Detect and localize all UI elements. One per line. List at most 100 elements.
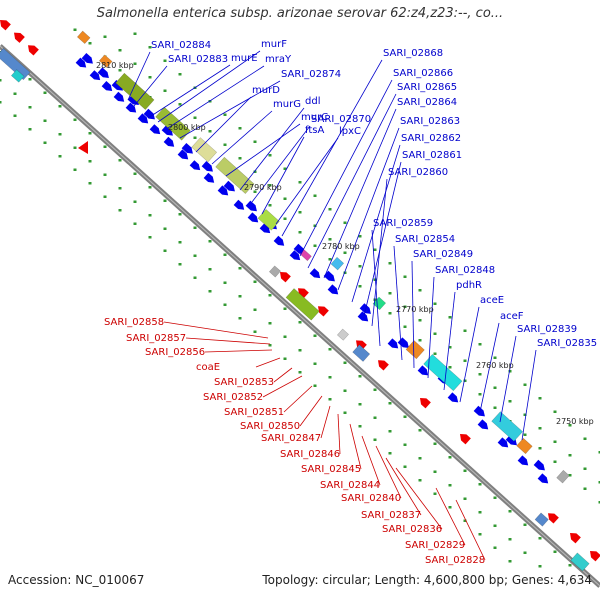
gene-label[interactable]: SARI_02851: [224, 407, 284, 418]
tick-mark: [253, 170, 257, 173]
gene-label[interactable]: SARI_02845: [301, 464, 361, 475]
gene-label[interactable]: SARI_02857: [126, 333, 186, 344]
leader-line: [299, 395, 323, 427]
tick-mark: [523, 551, 527, 554]
leader-line: [261, 136, 305, 215]
gene-label[interactable]: murD: [252, 85, 280, 96]
gene-label[interactable]: mraY: [265, 54, 292, 65]
forward-gene-arrow: [201, 160, 213, 172]
tick-mark: [13, 92, 17, 95]
forward-gene-arrow: [259, 223, 271, 234]
tick-mark: [58, 105, 62, 108]
tick-mark: [403, 305, 407, 308]
tick-mark: [373, 438, 377, 441]
gene-label[interactable]: pdhR: [456, 280, 482, 291]
tick-mark: [253, 190, 257, 193]
tick-mark: [208, 268, 212, 271]
tick-mark: [463, 379, 467, 382]
gene-label[interactable]: SARI_02874: [281, 69, 341, 80]
gene-label[interactable]: murE: [231, 53, 258, 64]
gene-label[interactable]: SARI_02848: [435, 265, 495, 276]
gene-label[interactable]: aceF: [500, 311, 524, 322]
tick-mark: [478, 533, 482, 536]
gene-label[interactable]: SARI_02837: [361, 510, 421, 521]
gene-label[interactable]: SARI_02854: [395, 234, 455, 245]
tick-mark: [373, 416, 377, 419]
tick-mark: [133, 222, 137, 225]
tick-mark: [118, 187, 122, 190]
gene-label[interactable]: SARI_02863: [400, 116, 460, 127]
reverse-gene-arrow: [0, 20, 11, 31]
tick-mark: [508, 370, 512, 373]
tick-mark: [418, 339, 422, 342]
gene-block-grey: [556, 469, 570, 484]
gene-label[interactable]: SARI_02849: [413, 249, 473, 260]
gene-block-murE: [115, 72, 155, 110]
gene-label[interactable]: SARI_02858: [104, 317, 164, 328]
forward-gene-arrow: [497, 437, 509, 448]
gene-label[interactable]: SARI_02862: [401, 133, 461, 144]
tick-mark: [388, 430, 392, 433]
tick-mark: [178, 213, 182, 216]
tick-mark: [238, 157, 242, 160]
gene-label[interactable]: SARI_02870: [311, 114, 371, 125]
leader-line: [204, 349, 273, 353]
gene-label[interactable]: SARI_02861: [402, 150, 462, 161]
summary-text: Topology: circular; Length: 4,600,800 bp…: [262, 573, 592, 587]
gene-label[interactable]: SARI_02868: [383, 48, 443, 59]
gene-label[interactable]: murF: [261, 39, 287, 50]
forward-gene-arrow: [537, 473, 549, 484]
gene-label[interactable]: SARI_02840: [341, 493, 401, 504]
gene-label[interactable]: SARI_02884: [151, 40, 211, 51]
tick-mark: [238, 127, 242, 130]
leader-line: [211, 110, 273, 165]
gene-label[interactable]: SARI_02846: [280, 449, 340, 460]
leader-line: [337, 413, 341, 455]
gene-block-blue-2: [352, 344, 371, 362]
gene-label[interactable]: SARI_02835: [537, 338, 597, 349]
gene-label[interactable]: SARI_02852: [203, 392, 263, 403]
leader-line: [167, 65, 265, 129]
tick-mark: [118, 159, 122, 162]
gene-label[interactable]: murC: [301, 112, 328, 123]
forward-gene-arrow: [143, 108, 155, 120]
tick-mark: [463, 329, 467, 332]
gene-label[interactable]: SARI_02836: [382, 524, 442, 535]
tick-mark: [358, 403, 362, 406]
leader-line: [275, 137, 339, 225]
tick-mark: [553, 460, 557, 463]
gene-label[interactable]: lpxC: [339, 126, 361, 137]
gene-label[interactable]: murG: [273, 99, 301, 110]
tick-mark: [148, 214, 152, 217]
leader-line: [395, 467, 443, 530]
gene-label[interactable]: SARI_02847: [261, 433, 321, 444]
tick-mark: [223, 113, 227, 116]
tick-mark: [598, 481, 600, 484]
gene-label[interactable]: SARI_02829: [405, 540, 465, 551]
gene-label[interactable]: SARI_02844: [320, 480, 380, 491]
gene-label[interactable]: SARI_02850: [240, 421, 300, 432]
tick-mark: [253, 308, 257, 311]
forward-gene-arrow: [477, 419, 489, 430]
gene-label[interactable]: SARI_02859: [373, 218, 433, 229]
gene-block-SARI_02866: [330, 256, 345, 271]
gene-label[interactable]: SARI_02853: [214, 377, 274, 388]
leader-line: [157, 50, 261, 123]
gene-label[interactable]: SARI_02856: [145, 347, 205, 358]
leader-line: [239, 107, 305, 191]
tick-mark: [313, 224, 317, 227]
leader-line: [385, 457, 422, 516]
gene-label[interactable]: SARI_02860: [388, 167, 448, 178]
gene-label[interactable]: ftsA: [305, 125, 324, 136]
gene-label[interactable]: SARI_02865: [397, 82, 457, 93]
gene-label[interactable]: SARI_02839: [517, 324, 577, 335]
gene-label[interactable]: coaE: [196, 362, 220, 373]
tick-mark: [493, 524, 497, 527]
gene-label[interactable]: SARI_02883: [168, 54, 228, 65]
gene-label[interactable]: SARI_02866: [393, 68, 453, 79]
gene-label[interactable]: aceE: [480, 295, 504, 306]
gene-label[interactable]: ddl: [305, 96, 320, 107]
gene-label[interactable]: SARI_02864: [397, 97, 457, 108]
tick-mark: [343, 251, 347, 254]
gene-label[interactable]: SARI_02828: [425, 555, 485, 566]
